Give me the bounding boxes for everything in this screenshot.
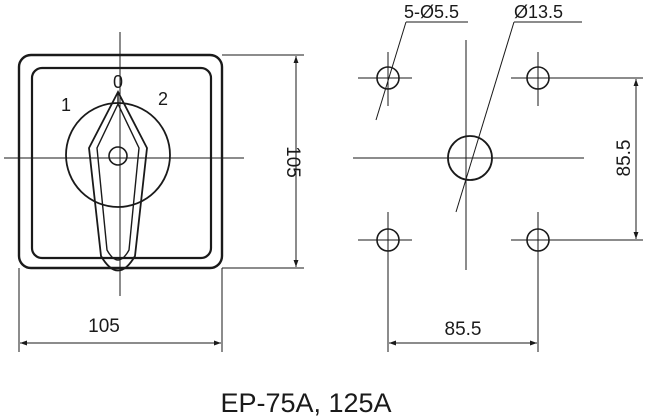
switch-front-view: 1 0 2 105 105 — [4, 32, 304, 352]
mounting-hole-top-right — [511, 52, 565, 106]
width-dimension-label: 105 — [88, 316, 120, 337]
knob-handle — [88, 90, 148, 272]
dial-circle — [65, 102, 171, 208]
small-hole-callout: 5-Ø5.5 — [375, 2, 468, 121]
position-label-2: 2 — [158, 89, 168, 109]
width-dimension: 105 — [18, 268, 223, 352]
center-shaft-hole — [447, 135, 493, 181]
center-hole-callout: Ø13.5 — [455, 2, 582, 213]
inner-plate — [30, 66, 213, 260]
panel-cutout-view: 5-Ø5.5 Ø13.5 85.5 85.5 — [353, 2, 643, 352]
small-hole-label: 5-Ø5.5 — [404, 2, 459, 22]
horizontal-spacing-label: 85.5 — [445, 319, 482, 340]
vertical-spacing-dimension: 85.5 — [565, 77, 643, 239]
mounting-hole-bottom-left — [358, 212, 412, 352]
height-dimension-label: 105 — [282, 146, 303, 178]
model-caption: EP-75A, 125A — [220, 388, 391, 418]
knob-inner-outline — [96, 102, 140, 261]
knob-spindle — [108, 146, 128, 166]
mounting-hole-top-left — [358, 52, 412, 106]
position-label-0: 0 — [113, 72, 123, 92]
horizontal-spacing-dimension: 85.5 — [389, 319, 537, 346]
center-hole-label: Ø13.5 — [514, 2, 563, 22]
height-dimension: 105 — [222, 54, 304, 269]
vertical-spacing-label: 85.5 — [614, 140, 635, 177]
mounting-hole-bottom-right — [511, 212, 643, 352]
position-label-1: 1 — [61, 95, 71, 115]
